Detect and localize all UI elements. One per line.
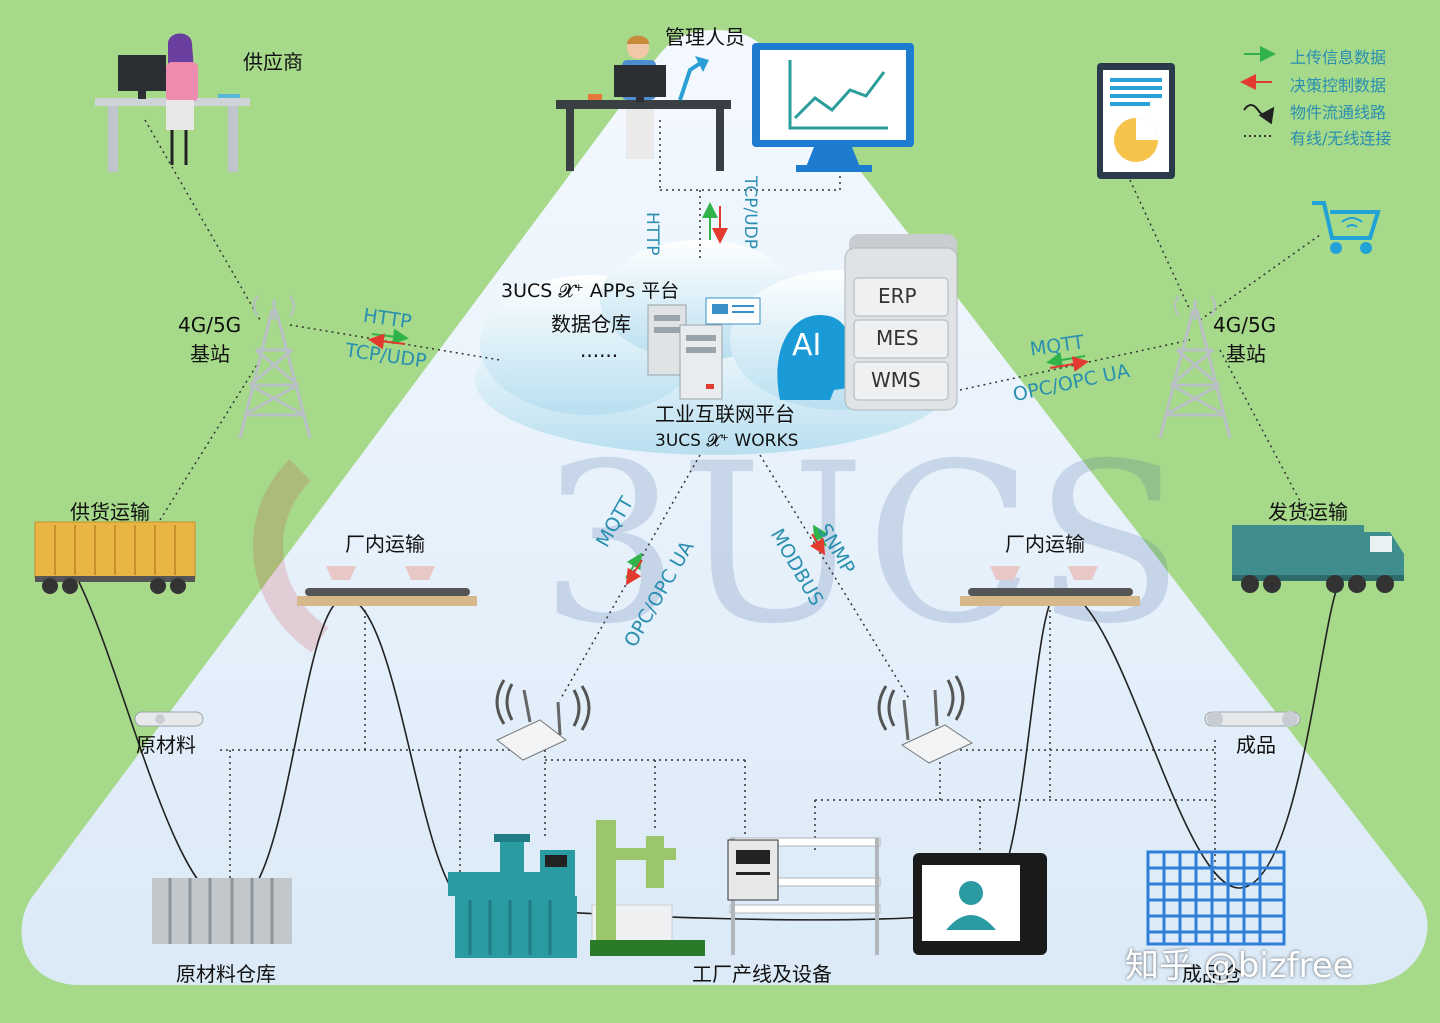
transport-inplant-right: 厂内运输 (1005, 532, 1085, 556)
station-left-line1: 4G/5G (178, 313, 242, 337)
logo-watermark: 3UCS (253, 416, 1184, 672)
connection-lines (144, 119, 1321, 900)
manager-workstation (556, 35, 731, 171)
raw-label: 原材料 (136, 733, 196, 757)
ai-head-icon (777, 315, 858, 400)
product-label: 成品 (1236, 733, 1276, 757)
transport-ship: 发货运输 (1268, 500, 1348, 524)
system-mes: MES (876, 326, 919, 350)
injection-machine-icon (448, 834, 577, 958)
platform-name: 工业互联网平台 (655, 402, 795, 426)
meter-rack-icon (727, 837, 881, 955)
conveyor-right-icon (960, 566, 1140, 606)
raw-material-icon (134, 711, 204, 727)
raw-warehouse-label: 原材料仓库 (176, 962, 276, 986)
raw-warehouse-icon (152, 878, 292, 944)
system-stack (844, 234, 958, 411)
legend-symbols (1240, 46, 1276, 137)
station-right-line2: 基站 (1226, 342, 1266, 366)
protocol-top-tcp: TCP/UDP (740, 176, 760, 250)
shopping-cart-icon (1312, 201, 1381, 254)
system-erp: ERP (878, 284, 917, 308)
product-warehouse-label: 成品仓 (1182, 962, 1242, 986)
legend-upload: 上传信息数据 (1290, 48, 1387, 67)
platform-apps: 3UCS 𝓧⁺ APPs 平台 (501, 280, 680, 302)
video-terminal-icon (913, 853, 1047, 955)
legend-logistics: 物件流通线路 (1290, 103, 1387, 122)
station-right-line1: 4G/5G (1213, 313, 1277, 337)
legend-connection: 有线/无线连接 (1290, 129, 1392, 148)
station-left-line2: 基站 (190, 342, 230, 366)
platform-ellipsis: ...... (580, 338, 619, 362)
product-icon (1204, 711, 1301, 727)
credit-watermark: 知乎 @bizfree (1125, 946, 1354, 986)
protocol-arrows (368, 202, 1089, 586)
platform-works: 3UCS 𝓧⁺ WORKS (655, 431, 799, 451)
delivery-truck-icon (1232, 525, 1404, 593)
network-triangle (21, 30, 1428, 985)
transport-inplant-left: 厂内运输 (345, 532, 425, 556)
tower-left-icon (238, 295, 312, 439)
tablet-report (1097, 63, 1175, 179)
line-label: 工厂产线及设备 (692, 962, 832, 986)
system-wms: WMS (871, 368, 921, 392)
dashboard-monitor (752, 43, 914, 172)
tower-right-icon (1158, 295, 1232, 439)
router-right-icon (877, 675, 974, 764)
manager-label: 管理人员 (665, 25, 745, 49)
router-left-icon (495, 679, 591, 761)
protocol-top-http: HTTP (642, 212, 662, 256)
transport-supply: 供货运输 (70, 500, 150, 524)
drill-press-icon (590, 820, 705, 956)
legend-control: 决策控制数据 (1290, 76, 1387, 95)
server-icon (647, 297, 761, 400)
supplier-label: 供应商 (243, 50, 303, 74)
platform-warehouse: 数据仓库 (551, 312, 631, 336)
svg-text:3UCS: 3UCS (540, 416, 1184, 672)
product-warehouse-icon (1146, 850, 1286, 946)
supply-container-icon (34, 521, 196, 594)
supplier-workstation (95, 33, 250, 172)
conveyor-left-icon (297, 566, 477, 606)
ai-label: AI (792, 328, 822, 363)
